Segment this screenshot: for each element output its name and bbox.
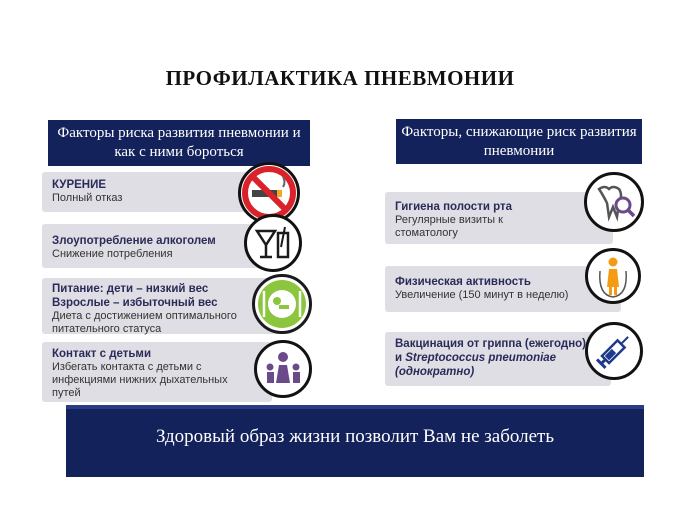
food-plate-icon [252, 274, 312, 334]
card-physical-activity: Физическая активность Увеличение (150 ми… [385, 266, 621, 312]
risk-factors-header: Факторы риска развития пневмонии и как с… [48, 120, 310, 166]
card-title-pathogen: и Streptococcus pneumoniae [395, 352, 557, 364]
cocktail-glass-icon [244, 214, 302, 272]
page-title: ПРОФИЛАКТИКА ПНЕВМОНИИ [165, 66, 515, 90]
family-icon [254, 340, 312, 398]
card-alcohol: Злоупотребление алкоголем Снижение потре… [42, 224, 282, 268]
card-text: Избегать контакта с детьми с инфекциями … [52, 361, 228, 399]
card-oral-hygiene: Гигиена полости рта Регулярные визиты к … [385, 192, 613, 244]
card-text: Регулярные визиты к стоматологу [395, 214, 503, 239]
card-title-frequency: (однократно) [395, 366, 475, 378]
card-text: Полный отказ [52, 192, 123, 204]
card-text: Диета с достижением оптимального питател… [52, 310, 237, 335]
card-title: Вакцинация от гриппа (ежегодно) [395, 338, 586, 350]
card-title: Физическая активность [395, 276, 531, 288]
healthy-lifestyle-banner: Здоровый образ жизни позволит Вам не заб… [66, 405, 644, 477]
card-nutrition: Питание: дети – низкий вес Взрослые – из… [42, 278, 292, 335]
card-text: Снижение потребления [52, 248, 173, 260]
card-title: Гигиена полости рта [395, 201, 512, 213]
syringe-icon [585, 322, 643, 380]
card-title: Контакт с детьми [52, 348, 152, 360]
card-title: Питание: дети – низкий вес Взрослые – из… [52, 283, 218, 309]
protective-factors-header: Факторы, снижающие риск развития пневмон… [396, 119, 642, 164]
card-vaccination: Вакцинация от гриппа (ежегодно) и Strept… [385, 332, 611, 386]
card-title: КУРЕНИЕ [52, 179, 107, 191]
card-title: Злоупотребление алкоголем [52, 235, 216, 247]
tooth-magnifier-icon [584, 172, 644, 232]
jump-rope-icon [585, 248, 641, 304]
card-child-contact: Контакт с детьми Избегать контакта с дет… [42, 342, 272, 402]
card-text: Увеличение (150 минут в неделю) [395, 289, 569, 301]
